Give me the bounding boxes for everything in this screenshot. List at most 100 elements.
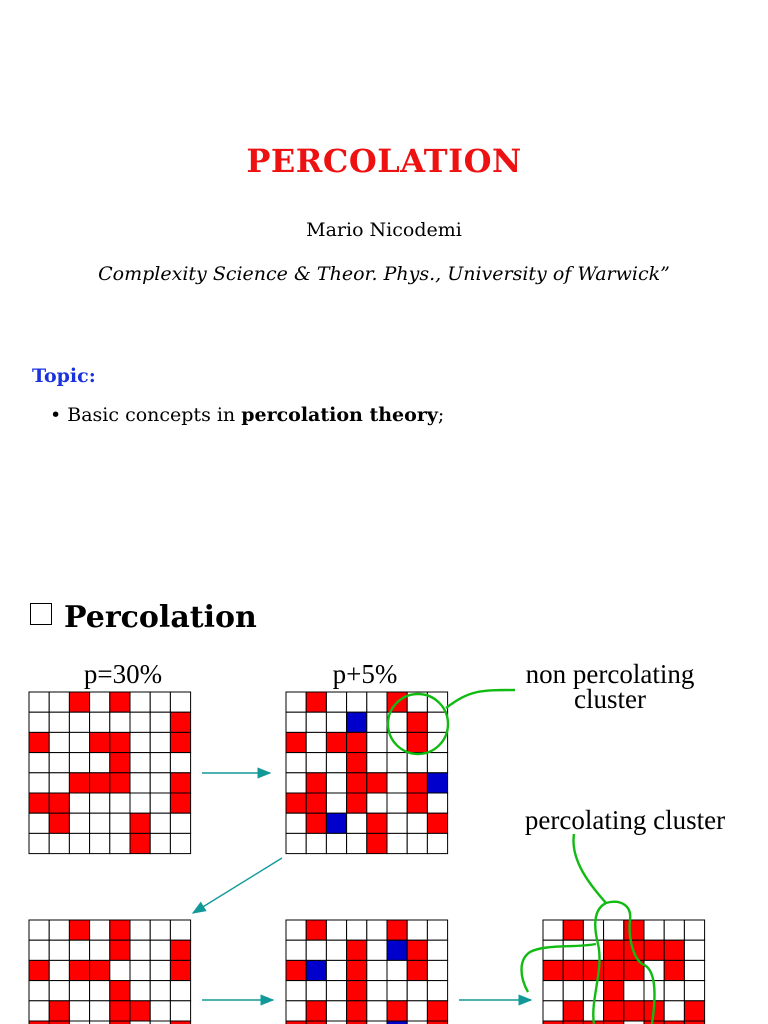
occupied-site-red bbox=[346, 752, 368, 774]
empty-site bbox=[346, 812, 368, 834]
empty-site bbox=[48, 772, 70, 794]
bullet-icon: • bbox=[50, 404, 62, 426]
occupied-site-red bbox=[48, 1000, 70, 1022]
percolating-leader-line bbox=[572, 833, 607, 904]
empty-site bbox=[169, 980, 192, 1002]
empty-site bbox=[129, 731, 151, 754]
empty-site bbox=[68, 832, 91, 855]
occupied-site-red bbox=[366, 772, 388, 794]
empty-site bbox=[366, 731, 388, 754]
empty-site bbox=[325, 919, 348, 941]
empty-site bbox=[28, 1000, 50, 1022]
occupied-site-red bbox=[366, 832, 388, 855]
occupied-site-red bbox=[169, 731, 192, 754]
occupied-site-blue bbox=[325, 812, 348, 834]
empty-site bbox=[129, 1020, 151, 1024]
empty-site bbox=[48, 919, 70, 941]
occupied-site-red bbox=[426, 1000, 449, 1022]
empty-site bbox=[285, 691, 307, 713]
occupied-site-red bbox=[129, 832, 151, 855]
occupied-site-red bbox=[109, 772, 131, 794]
occupied-site-red bbox=[603, 939, 625, 961]
empty-site bbox=[149, 792, 171, 814]
empty-site bbox=[366, 691, 388, 713]
occupied-site-red bbox=[109, 939, 131, 961]
occupied-site-red bbox=[562, 1000, 584, 1022]
empty-site bbox=[683, 980, 706, 1002]
occupied-site-red bbox=[305, 691, 327, 713]
occupied-site-red bbox=[28, 959, 50, 982]
empty-site bbox=[129, 980, 151, 1002]
empty-site bbox=[149, 691, 171, 713]
empty-site bbox=[285, 711, 307, 733]
occupied-site-red bbox=[346, 1020, 368, 1024]
empty-site bbox=[48, 752, 70, 774]
occupied-site-red bbox=[169, 939, 192, 961]
empty-site bbox=[68, 731, 91, 754]
occupied-site-red bbox=[643, 939, 665, 961]
occupied-site-red bbox=[68, 919, 91, 941]
occupied-site-red bbox=[285, 1020, 307, 1024]
empty-site bbox=[129, 919, 151, 941]
empty-site bbox=[386, 792, 408, 814]
empty-site bbox=[406, 752, 428, 774]
occupied-site-red bbox=[346, 939, 368, 961]
empty-site bbox=[89, 939, 111, 961]
empty-site bbox=[366, 980, 388, 1002]
empty-site bbox=[623, 980, 645, 1002]
empty-site bbox=[285, 772, 307, 794]
occupied-site-red bbox=[169, 959, 192, 982]
occupied-site-red bbox=[305, 1020, 327, 1024]
empty-site bbox=[366, 752, 388, 774]
empty-site bbox=[542, 980, 564, 1002]
occupied-site-red bbox=[28, 792, 50, 814]
empty-site bbox=[325, 959, 348, 982]
occupied-site-red bbox=[663, 939, 685, 961]
empty-site bbox=[129, 752, 151, 774]
empty-site bbox=[285, 812, 307, 834]
empty-site bbox=[129, 959, 151, 982]
empty-site bbox=[149, 1000, 171, 1022]
empty-site bbox=[386, 812, 408, 834]
occupied-site-blue bbox=[426, 772, 449, 794]
non-percolating-cluster-circle bbox=[386, 692, 450, 756]
empty-site bbox=[89, 1000, 111, 1022]
empty-site bbox=[48, 980, 70, 1002]
empty-site bbox=[129, 691, 151, 713]
empty-site bbox=[346, 691, 368, 713]
occupied-site-red bbox=[562, 1020, 584, 1024]
occupied-site-red bbox=[542, 959, 564, 982]
occupied-site-red bbox=[169, 792, 192, 814]
empty-site bbox=[366, 939, 388, 961]
empty-site bbox=[89, 1020, 111, 1024]
occupied-site-red bbox=[562, 959, 584, 982]
empty-site bbox=[149, 752, 171, 774]
empty-site bbox=[109, 711, 131, 733]
empty-site bbox=[325, 1000, 348, 1022]
empty-site bbox=[169, 752, 192, 774]
empty-site bbox=[68, 792, 91, 814]
topic-text-bold: percolation theory bbox=[241, 404, 438, 426]
empty-site bbox=[386, 752, 408, 774]
grid-p45 bbox=[285, 919, 449, 1024]
empty-site bbox=[149, 772, 171, 794]
occupied-site-red bbox=[346, 792, 368, 814]
empty-site bbox=[305, 939, 327, 961]
empty-site bbox=[426, 919, 449, 941]
empty-site bbox=[542, 1000, 564, 1022]
empty-site bbox=[89, 980, 111, 1002]
empty-site bbox=[149, 980, 171, 1002]
occupied-site-red bbox=[305, 792, 327, 814]
empty-site bbox=[149, 919, 171, 941]
empty-site bbox=[169, 1000, 192, 1022]
occupied-site-red bbox=[346, 959, 368, 982]
empty-site bbox=[325, 711, 348, 733]
lattice-grids bbox=[28, 691, 706, 1024]
occupied-site-red bbox=[623, 1000, 645, 1022]
checkbox-square-icon bbox=[30, 603, 52, 625]
empty-site bbox=[28, 711, 50, 733]
topic-heading: Topic: bbox=[32, 365, 96, 387]
empty-site bbox=[89, 711, 111, 733]
label-p5: p+5% bbox=[332, 659, 398, 689]
